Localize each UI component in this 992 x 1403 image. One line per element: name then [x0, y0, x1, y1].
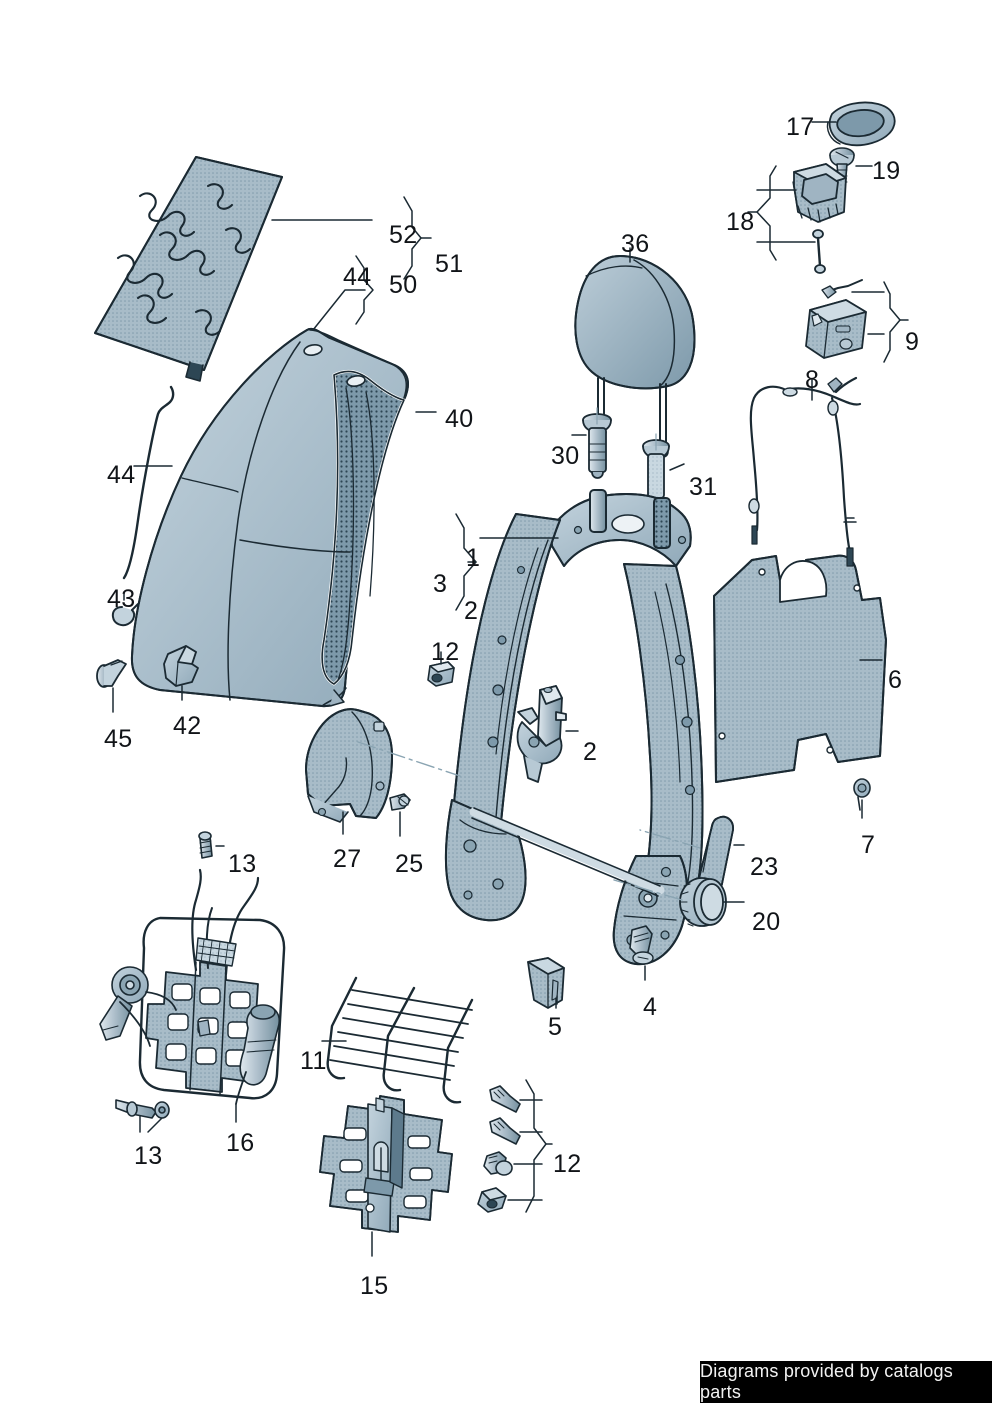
callout-15: 15 — [360, 1272, 389, 1300]
callout-20: 20 — [752, 908, 781, 936]
part-40-backrest-cover — [130, 328, 409, 708]
callout-16: 16 — [226, 1129, 255, 1157]
callout-1: 1 — [466, 544, 481, 572]
callout-31: 31 — [689, 473, 718, 501]
assembly-axis-27 — [357, 741, 461, 777]
leader-44-top — [312, 289, 366, 331]
callout-2-part: 2 — [583, 738, 598, 766]
leader-9 — [851, 281, 909, 363]
callout-45: 45 — [104, 725, 133, 753]
callout-42: 42 — [173, 712, 202, 740]
callout-51: 51 — [435, 250, 464, 278]
part-43-spring-clip — [111, 603, 139, 627]
callout-50: 50 — [389, 271, 418, 299]
callout-7: 7 — [861, 831, 876, 859]
callout-52: 52 — [389, 221, 418, 249]
watermark-banner: Diagrams provided by catalogs parts — [700, 1361, 992, 1403]
callout-44-left: 44 — [107, 461, 136, 489]
leader-52-51 — [271, 196, 432, 325]
callout-40: 40 — [445, 405, 474, 433]
part-31-guide-plain — [642, 433, 670, 505]
callout-36: 36 — [621, 230, 650, 258]
part-27-side-trim — [305, 708, 393, 823]
leader-1 — [455, 513, 559, 611]
part-4-flange-bolt — [629, 925, 654, 965]
part-7-panel-clip — [853, 778, 871, 811]
part-12-frame-clip — [427, 661, 455, 687]
part-8-release-cable — [748, 376, 862, 567]
callout-27: 27 — [333, 845, 362, 873]
assembly-axis-20 — [613, 879, 683, 901]
callout-2-bracket: 2 — [464, 597, 479, 625]
part-52-foam-pad — [94, 156, 283, 382]
part-44-tension-wire — [122, 385, 175, 580]
callout-43: 43 — [107, 585, 136, 613]
part-30-guide-locking — [582, 407, 612, 479]
part-9-control-module — [805, 279, 867, 359]
callout-12-bracket: 12 — [553, 1150, 582, 1178]
part-12-fastener-kit — [477, 1085, 521, 1213]
callout-11: 11 — [300, 1047, 327, 1075]
assembly-axis-23 — [639, 829, 701, 849]
callout-44-top: 44 — [343, 263, 372, 291]
callout-17: 17 — [786, 113, 815, 141]
callout-9: 9 — [905, 328, 920, 356]
part-11-spring-mat — [326, 976, 474, 1104]
part-18-switch — [792, 163, 847, 274]
part-2-recliner-latch — [516, 685, 567, 783]
callout-5: 5 — [548, 1013, 563, 1041]
callout-3: 3 — [433, 570, 448, 598]
leader-13-bottom — [139, 1115, 163, 1133]
callout-8: 8 — [805, 366, 820, 394]
part-25-trim-screw — [389, 793, 411, 811]
callout-30: 30 — [551, 442, 580, 470]
callout-25: 25 — [395, 850, 424, 878]
callout-12-frame: 12 — [431, 638, 460, 666]
leader-12-bracket — [507, 1079, 553, 1213]
part-20-handwheel — [679, 877, 727, 927]
part-5-cap — [527, 957, 565, 1009]
part-42-retaining-clip — [163, 645, 199, 687]
callout-4: 4 — [643, 993, 658, 1021]
callout-23: 23 — [750, 853, 779, 881]
part-6-rear-panel — [713, 554, 887, 783]
part-15-support-plate — [319, 1095, 453, 1233]
watermark-text: Diagrams provided by catalogs parts — [700, 1361, 953, 1402]
callout-18: 18 — [726, 208, 755, 236]
part-45-push-stud — [96, 659, 127, 688]
leader-18 — [747, 165, 816, 261]
callout-6: 6 — [888, 666, 903, 694]
part-13-screw-top — [198, 831, 213, 859]
part-16-lumbar-assembly — [99, 868, 286, 1105]
part-1-backrest-frame — [444, 489, 704, 966]
callout-13-bottom: 13 — [134, 1142, 163, 1170]
callout-13-top: 13 — [228, 850, 257, 878]
part-13-screw-bottom — [115, 1099, 170, 1119]
callout-19: 19 — [872, 157, 901, 185]
leader-31 — [669, 463, 685, 471]
part-17-trim-strip — [826, 101, 896, 147]
